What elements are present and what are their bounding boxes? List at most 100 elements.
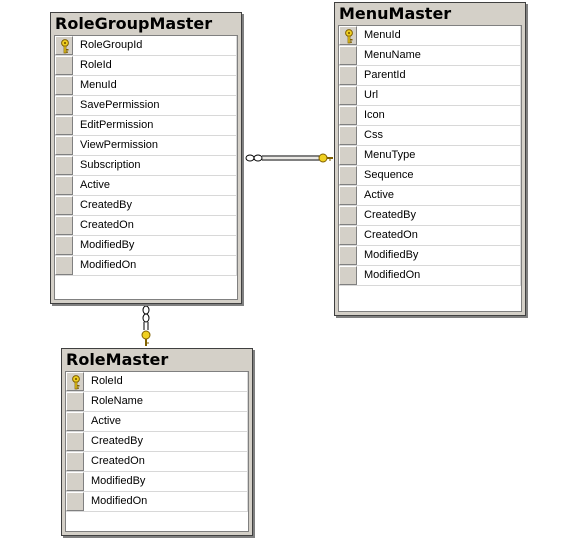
row-selector[interactable] — [339, 126, 357, 145]
key-icon — [59, 39, 71, 54]
column-row[interactable]: ModifiedOn — [55, 256, 237, 276]
column-name: Url — [357, 86, 521, 105]
column-row[interactable]: ModifiedBy — [55, 236, 237, 256]
column-name: RoleName — [84, 392, 248, 411]
row-selector[interactable] — [66, 452, 84, 471]
column-row[interactable]: RoleGroupId — [55, 36, 237, 56]
column-row[interactable]: CreatedOn — [339, 226, 521, 246]
infinity-icon — [142, 305, 150, 323]
row-selector[interactable] — [339, 146, 357, 165]
row-selector[interactable] — [339, 266, 357, 285]
relationship-rolegroup-menu[interactable] — [245, 153, 333, 163]
column-name: Icon — [357, 106, 521, 125]
row-selector[interactable] — [55, 176, 73, 195]
column-name: ModifiedOn — [84, 492, 248, 511]
column-row[interactable]: ViewPermission — [55, 136, 237, 156]
column-row[interactable]: CreatedBy — [339, 206, 521, 226]
column-name: CreatedBy — [84, 432, 248, 451]
column-row[interactable]: Active — [66, 412, 248, 432]
row-selector[interactable] — [339, 246, 357, 265]
column-row[interactable]: Active — [339, 186, 521, 206]
row-selector[interactable] — [55, 136, 73, 155]
column-name: ModifiedOn — [357, 266, 521, 285]
column-row[interactable]: Active — [55, 176, 237, 196]
table-title: RoleGroupMaster — [55, 14, 213, 33]
row-selector[interactable] — [339, 46, 357, 65]
row-selector[interactable] — [339, 226, 357, 245]
row-selector[interactable] — [339, 206, 357, 225]
column-name: EditPermission — [73, 116, 237, 135]
column-row[interactable]: CreatedBy — [66, 432, 248, 452]
column-row[interactable]: SavePermission — [55, 96, 237, 116]
column-row[interactable]: CreatedOn — [55, 216, 237, 236]
column-row[interactable]: CreatedOn — [66, 452, 248, 472]
column-name: Subscription — [73, 156, 237, 175]
column-name: RoleId — [73, 56, 237, 75]
row-selector[interactable] — [55, 196, 73, 215]
column-row[interactable]: MenuId — [55, 76, 237, 96]
column-row[interactable]: ModifiedBy — [66, 472, 248, 492]
column-row[interactable]: ModifiedOn — [339, 266, 521, 286]
row-selector[interactable] — [55, 256, 73, 275]
row-selector[interactable] — [55, 76, 73, 95]
row-selector[interactable] — [66, 372, 84, 391]
infinity-icon — [245, 154, 263, 162]
column-row[interactable]: Sequence — [339, 166, 521, 186]
relationship-rolegroup-role[interactable] — [141, 305, 151, 346]
column-name: CreatedBy — [357, 206, 521, 225]
row-selector[interactable] — [55, 236, 73, 255]
column-name: ParentId — [357, 66, 521, 85]
table-title: RoleMaster — [66, 350, 169, 369]
row-selector[interactable] — [66, 392, 84, 411]
column-row[interactable]: RoleId — [55, 56, 237, 76]
column-name: Active — [73, 176, 237, 195]
key-icon — [318, 153, 333, 163]
column-row[interactable]: ModifiedOn — [66, 492, 248, 512]
row-selector[interactable] — [339, 86, 357, 105]
column-name: Active — [84, 412, 248, 431]
column-row[interactable]: RoleName — [66, 392, 248, 412]
row-selector[interactable] — [55, 36, 73, 55]
column-row[interactable]: CreatedBy — [55, 196, 237, 216]
row-selector[interactable] — [66, 472, 84, 491]
column-row[interactable]: MenuId — [339, 26, 521, 46]
row-selector[interactable] — [339, 186, 357, 205]
column-row[interactable]: ModifiedBy — [339, 246, 521, 266]
column-row[interactable]: MenuName — [339, 46, 521, 66]
key-icon — [343, 29, 355, 44]
column-row[interactable]: Icon — [339, 106, 521, 126]
row-selector[interactable] — [66, 492, 84, 511]
column-row[interactable]: EditPermission — [55, 116, 237, 136]
row-selector[interactable] — [55, 96, 73, 115]
column-name: Css — [357, 126, 521, 145]
key-icon — [70, 375, 82, 390]
column-row[interactable]: Css — [339, 126, 521, 146]
column-name: Sequence — [357, 166, 521, 185]
row-selector[interactable] — [55, 156, 73, 175]
row-selector[interactable] — [339, 66, 357, 85]
row-selector[interactable] — [55, 116, 73, 135]
column-name: MenuId — [357, 26, 521, 45]
column-name: RoleGroupId — [73, 36, 237, 55]
column-row[interactable]: RoleId — [66, 372, 248, 392]
column-name: SavePermission — [73, 96, 237, 115]
row-selector[interactable] — [66, 432, 84, 451]
column-row[interactable]: MenuType — [339, 146, 521, 166]
row-selector[interactable] — [339, 106, 357, 125]
column-row[interactable]: ParentId — [339, 66, 521, 86]
row-selector[interactable] — [339, 166, 357, 185]
row-selector[interactable] — [339, 26, 357, 45]
column-name: ViewPermission — [73, 136, 237, 155]
column-row[interactable]: Subscription — [55, 156, 237, 176]
key-icon — [141, 330, 151, 346]
row-selector[interactable] — [66, 412, 84, 431]
column-row[interactable]: Url — [339, 86, 521, 106]
row-selector[interactable] — [55, 56, 73, 75]
row-selector[interactable] — [55, 216, 73, 235]
